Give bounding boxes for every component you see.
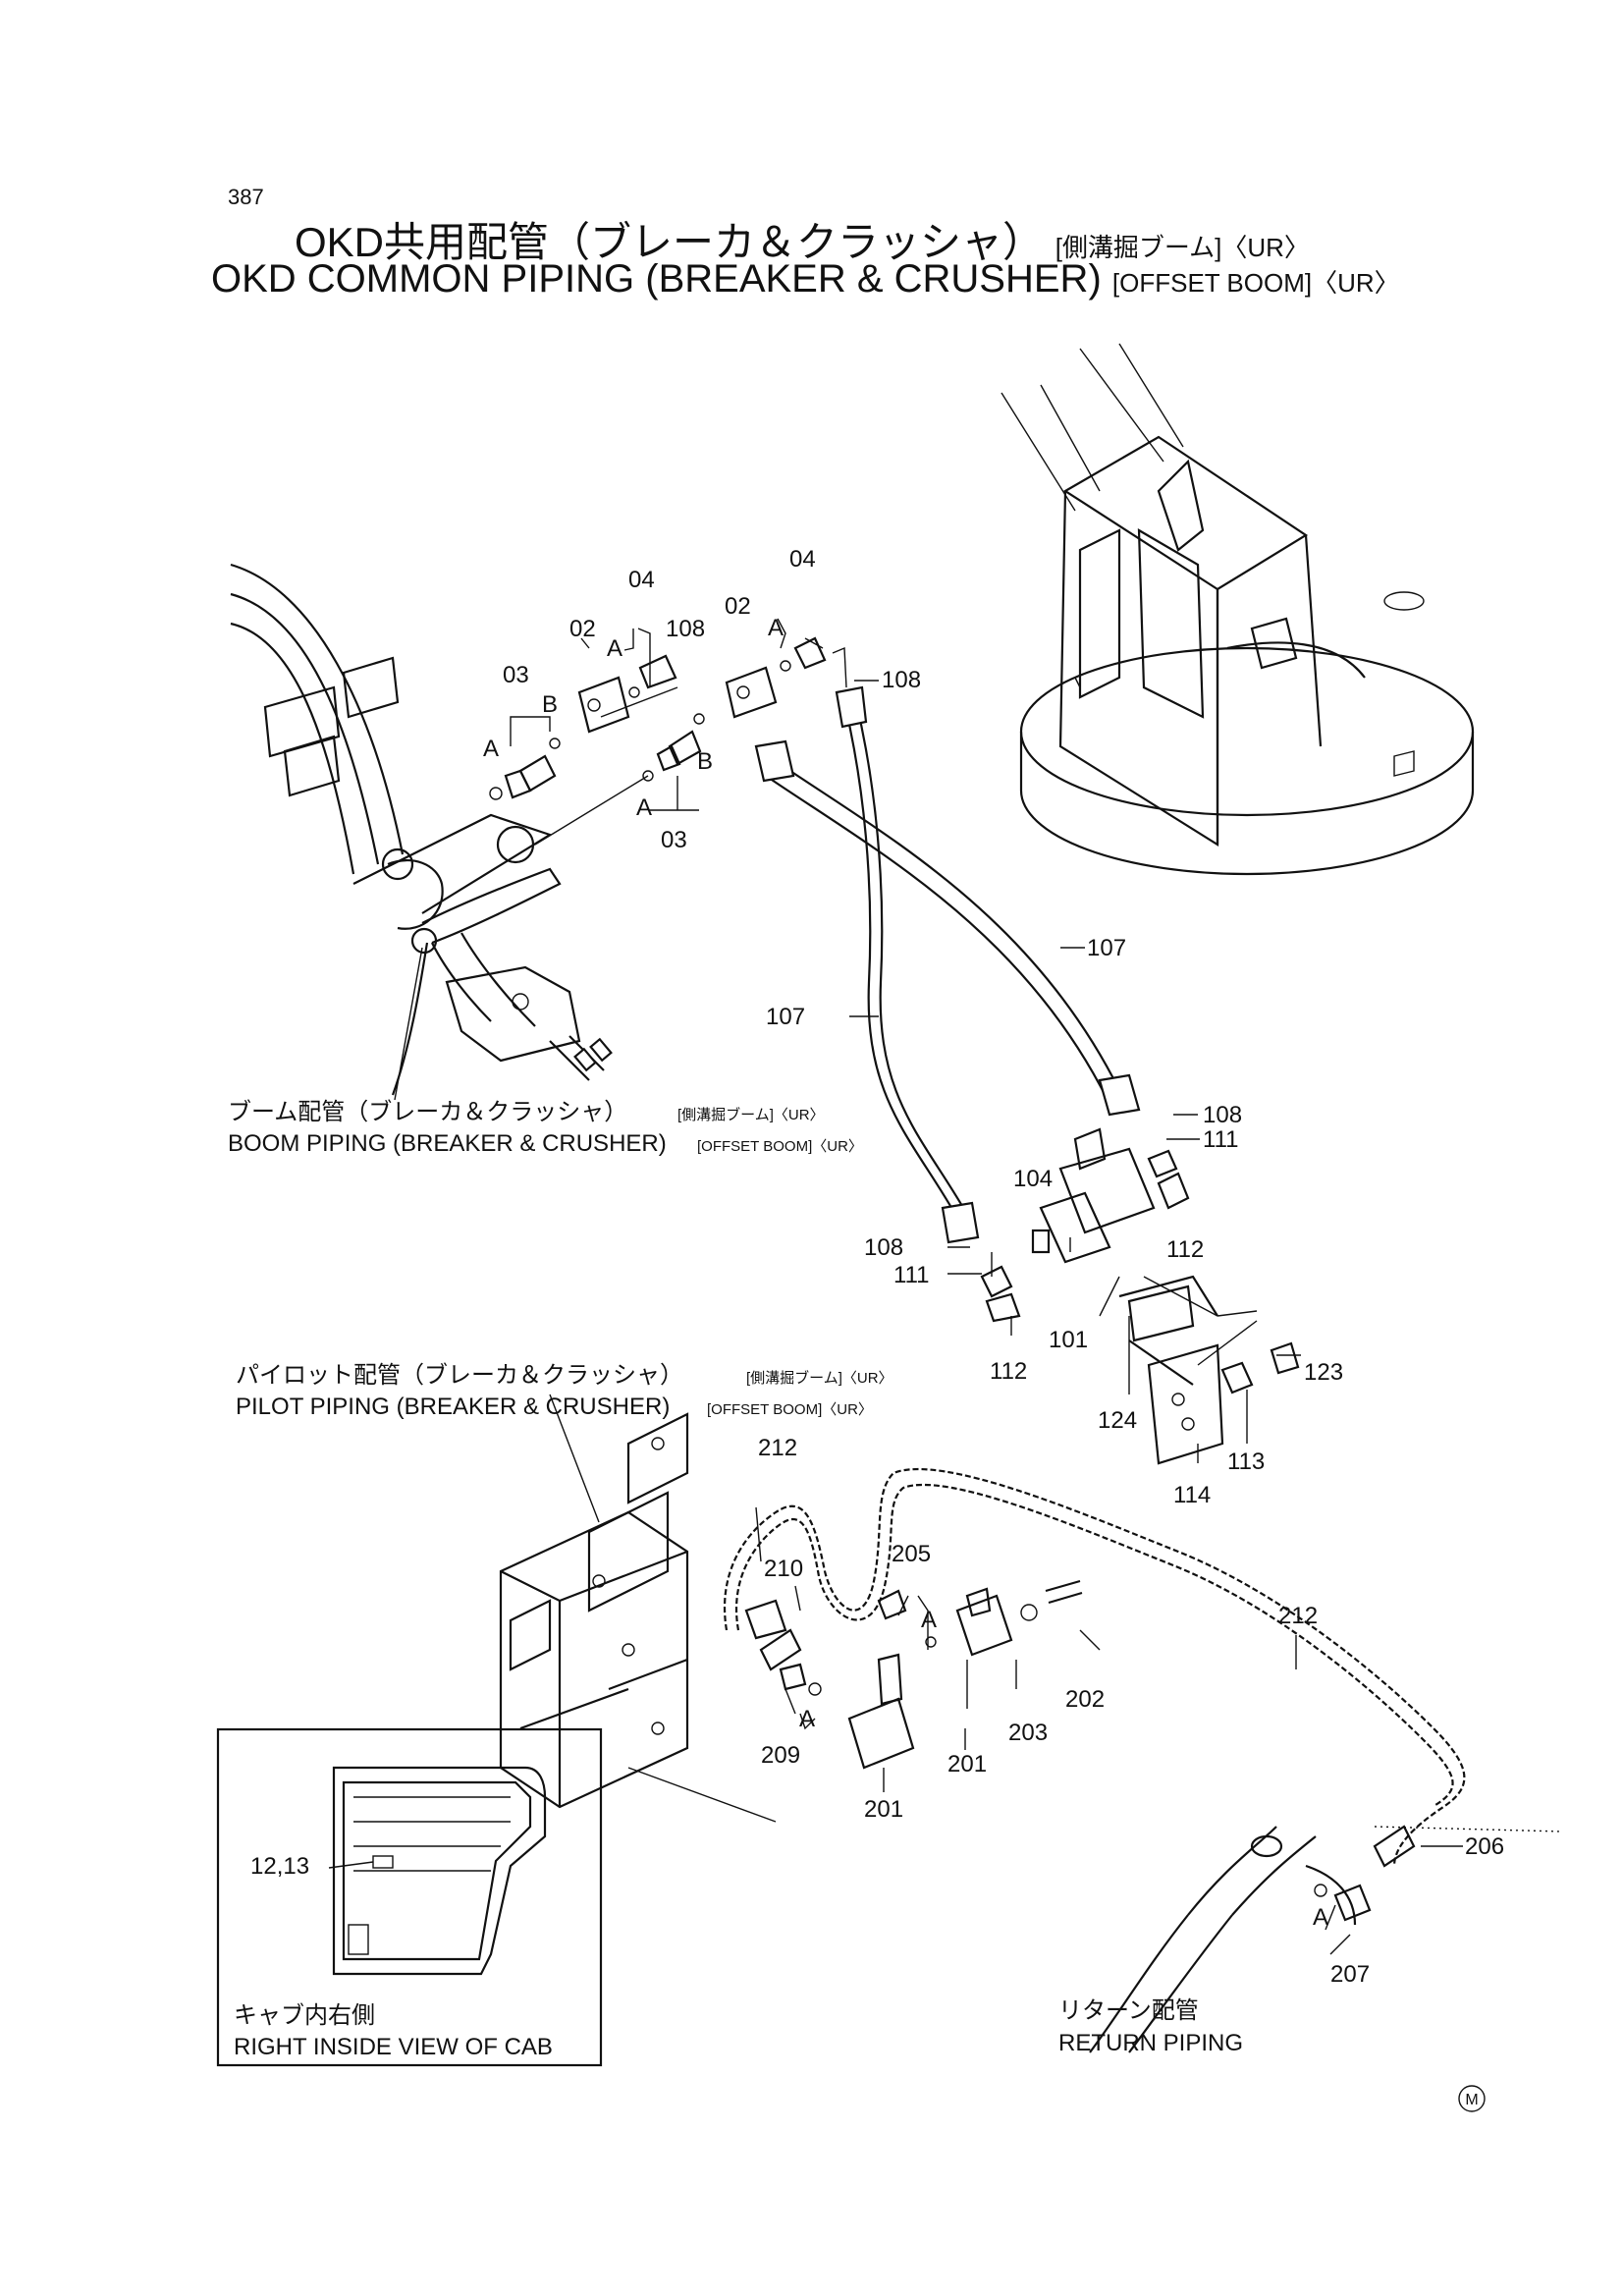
caption-pilot-jp: パイロット配管（ブレーカ＆クラッシャ） <box>236 1362 683 1389</box>
pilot-piping-drawing <box>499 1394 689 1809</box>
callout-12-13: 12,13 <box>250 1853 309 1880</box>
callout-201-bottom: 201 <box>864 1796 903 1823</box>
caption-pilot-jp-suffix: [側溝掘ブーム]〈UR〉 <box>746 1369 893 1387</box>
valve-101-assembly <box>980 1127 1300 1465</box>
callout-A-4: A <box>636 794 652 821</box>
title-english: OKD COMMON PIPING (BREAKER & CRUSHER) [O… <box>211 257 1400 301</box>
callout-111-right: 111 <box>1203 1126 1238 1153</box>
title-japanese: OKD共用配管（ブレーカ＆クラッシャ） [側溝掘ブーム]〈UR〉 <box>295 209 1310 269</box>
callout-108-top: 108 <box>666 616 705 642</box>
caption-cab-jp: キャブ内右側 <box>234 2002 375 2029</box>
callout-212-top: 212 <box>758 1435 797 1461</box>
callout-A-6: A <box>799 1706 815 1732</box>
callout-206: 206 <box>1465 1833 1504 1860</box>
callout-111-left: 111 <box>893 1262 929 1288</box>
caption-boom-en-suffix: [OFFSET BOOM]〈UR〉 <box>697 1138 863 1155</box>
m-mark: M <box>1458 2085 1486 2112</box>
part-callouts: 04 04 A A 02 02 108 108 03 B A B A 03 10… <box>250 546 1504 1988</box>
title-jp-suffix: [側溝掘ブーム]〈UR〉 <box>1055 233 1310 262</box>
callout-114: 114 <box>1173 1482 1211 1508</box>
caption-pilot-en-suffix: [OFFSET BOOM]〈UR〉 <box>707 1401 873 1418</box>
callout-203: 203 <box>1008 1720 1048 1746</box>
callout-A-5: A <box>921 1607 937 1633</box>
caption-boom-jp-suffix: [側溝掘ブーム]〈UR〉 <box>677 1106 825 1123</box>
callout-124: 124 <box>1098 1407 1137 1434</box>
callout-205: 205 <box>892 1541 931 1567</box>
caption-return-en: RETURN PIPING <box>1058 2030 1243 2056</box>
callout-209: 209 <box>761 1742 800 1769</box>
callout-04-left: 04 <box>628 567 655 593</box>
coiled-hose-212 <box>723 1468 1466 1867</box>
callout-101: 101 <box>1049 1327 1088 1353</box>
callout-A-7: A <box>1313 1904 1328 1931</box>
callout-02-right: 02 <box>725 593 751 620</box>
callout-03-bottom: 03 <box>661 827 687 853</box>
caption-boom-jp: ブーム配管（ブレーカ＆クラッシャ） <box>228 1099 627 1125</box>
callout-123: 123 <box>1304 1359 1343 1386</box>
callout-03-left: 03 <box>503 662 529 688</box>
callout-108-left: 108 <box>864 1234 903 1261</box>
callout-B-1: B <box>542 691 558 718</box>
callout-04-right: 04 <box>789 546 816 573</box>
callout-107-left: 107 <box>766 1004 805 1030</box>
caption-cab-en: RIGHT INSIDE VIEW OF CAB <box>234 2034 553 2060</box>
cab-inset <box>216 1727 603 2067</box>
callout-112-left: 112 <box>990 1358 1027 1385</box>
callout-02-left: 02 <box>569 616 596 642</box>
callout-202: 202 <box>1065 1686 1105 1713</box>
callout-113: 113 <box>1227 1449 1265 1475</box>
caption-return-jp: リターン配管 <box>1058 1997 1199 2024</box>
title-jp-main: OKD共用配管（ブレーカ＆クラッシャ） <box>295 219 1045 265</box>
callout-A-2: A <box>768 615 784 641</box>
caption-pilot-en: PILOT PIPING (BREAKER & CRUSHER) <box>236 1394 670 1420</box>
m-mark-letter: M <box>1465 2092 1478 2108</box>
callout-B-2: B <box>697 748 713 775</box>
title-en-main: OKD COMMON PIPING (BREAKER & CRUSHER) <box>211 257 1102 301</box>
callout-108-right: 108 <box>882 667 921 693</box>
pilot-valve-201 <box>744 1579 1083 1770</box>
page-number: 387 <box>228 185 264 209</box>
callout-A-1: A <box>607 635 622 662</box>
callout-A-3: A <box>483 736 499 762</box>
caption-boom-en: BOOM PIPING (BREAKER & CRUSHER) <box>228 1130 667 1157</box>
callout-212-right: 212 <box>1278 1603 1318 1629</box>
callout-104: 104 <box>1013 1166 1053 1192</box>
captions: ブーム配管（ブレーカ＆クラッシャ） [側溝掘ブーム]〈UR〉 BOOM PIPI… <box>228 1099 1243 2060</box>
excavator-cab-drawing <box>1001 343 1475 876</box>
fittings-group <box>489 636 827 846</box>
callout-201-right: 201 <box>947 1751 987 1777</box>
callout-107-right: 107 <box>1087 935 1126 961</box>
callout-207: 207 <box>1330 1961 1370 1988</box>
callout-108-valve: 108 <box>1203 1102 1242 1128</box>
callout-210: 210 <box>764 1556 803 1582</box>
leader-lines <box>328 618 1562 1955</box>
callout-112-right: 112 <box>1166 1236 1204 1263</box>
boom-piping-drawing <box>230 563 613 1096</box>
hoses-107 <box>754 685 1141 1244</box>
title-en-suffix: [OFFSET BOOM]〈UR〉 <box>1111 268 1400 298</box>
return-piping-drawing <box>1089 1825 1416 2053</box>
